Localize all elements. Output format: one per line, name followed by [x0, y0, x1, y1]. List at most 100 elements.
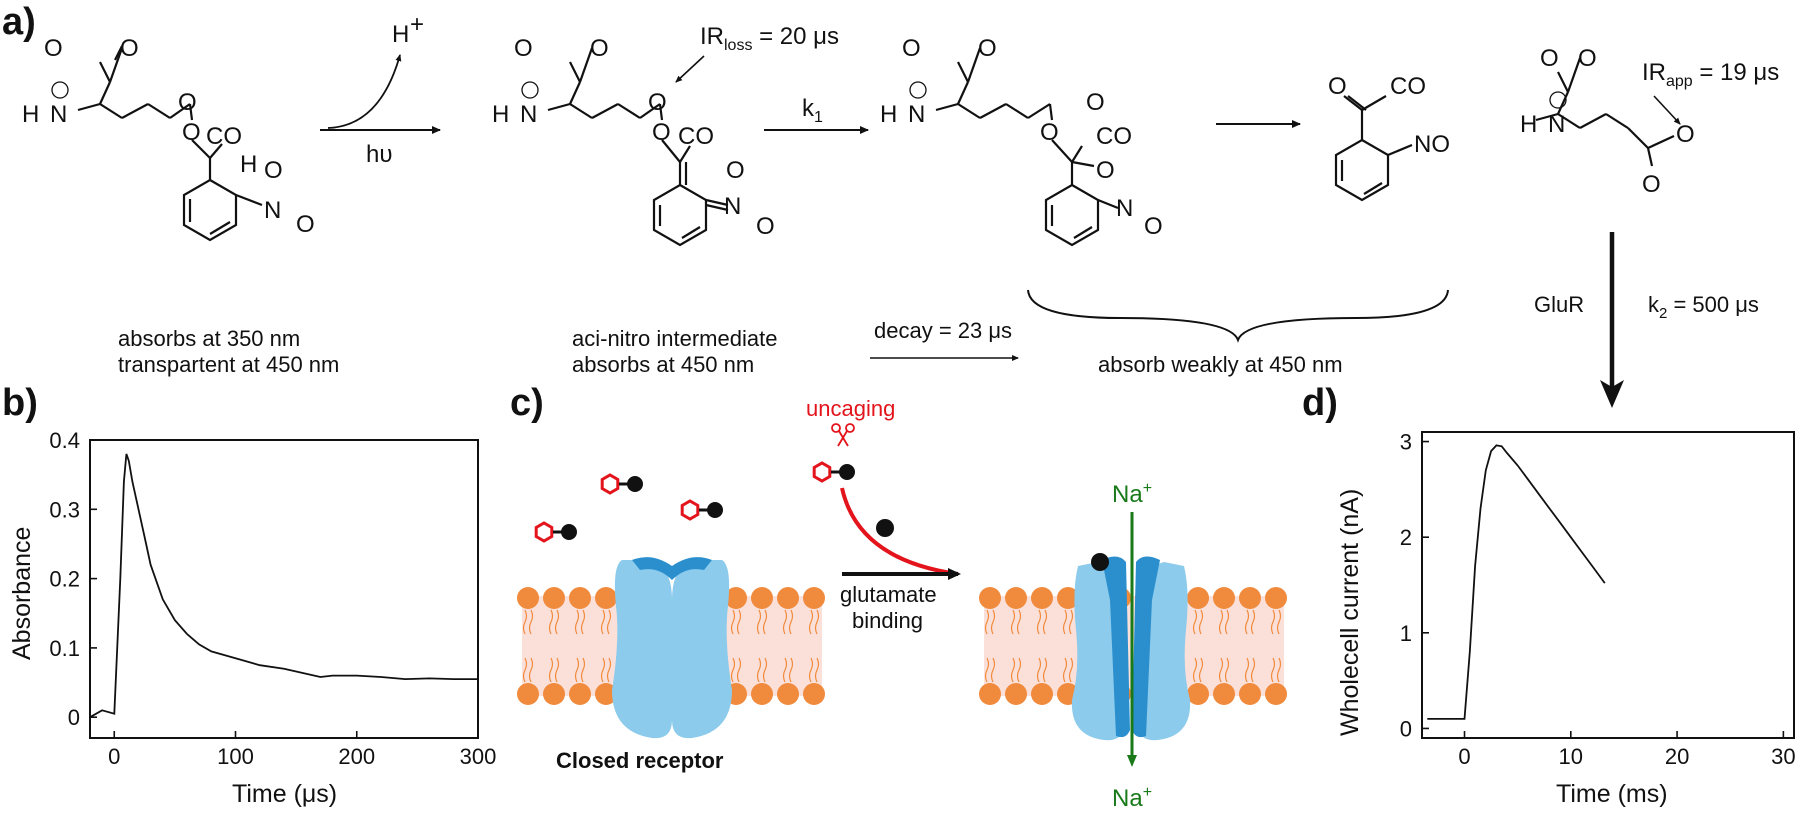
atom-n-nitro: N	[264, 197, 281, 224]
lipid-tail	[606, 609, 612, 635]
lipid-tail	[984, 609, 990, 635]
lipid-head	[725, 587, 747, 609]
lipid-tail	[548, 657, 554, 683]
atom-o: O	[120, 35, 139, 62]
panel-label-c: c)	[510, 382, 544, 424]
lipid-head	[543, 587, 565, 609]
lipid-tail	[1218, 609, 1224, 635]
panel-label-a: a)	[2, 1, 36, 43]
plus-circle	[51, 81, 69, 99]
lipid-head	[517, 683, 539, 705]
lipid-head	[1265, 683, 1287, 705]
lipid-tail	[814, 657, 820, 683]
lipid-head	[1239, 683, 1261, 705]
photolysis-arrow: H + hυ	[320, 11, 441, 168]
membrane-right: Na+ Na+	[979, 480, 1287, 812]
lipid-tail	[1042, 609, 1048, 635]
closed-receptor-label: Closed receptor	[556, 748, 724, 773]
lipid-tail	[1250, 657, 1256, 683]
lipid-tail	[762, 657, 768, 683]
y-tick-label: 0.3	[49, 497, 80, 522]
lipid-tail	[736, 657, 742, 683]
lipid-tail	[1068, 609, 1074, 635]
light-label: hυ	[366, 141, 392, 168]
atom-co2-3: CO	[1096, 123, 1132, 150]
lipid-tail	[1042, 657, 1048, 683]
x-tick-label: 10	[1559, 744, 1583, 769]
k1-label: k1	[802, 95, 823, 126]
plus-circle-3	[909, 81, 927, 99]
lipid-tail	[736, 609, 742, 635]
glur-label: GluR	[1534, 292, 1584, 317]
molecule-glutamate-labels: O O H N O O IRapp = 19 μs	[1520, 45, 1779, 198]
caption-1-line-1: absorbs at 350 nm	[118, 326, 300, 351]
chart-b-frame	[89, 439, 479, 739]
plus-circle-5	[1549, 91, 1567, 109]
plus-circle-2	[521, 81, 539, 99]
lipid-tail	[1062, 657, 1068, 683]
lipid-tail	[1250, 609, 1256, 635]
lipid-tail	[990, 609, 996, 635]
atom-o-minus: O	[44, 35, 63, 62]
lipid-head	[1031, 587, 1053, 609]
x-tick-label: 30	[1771, 744, 1795, 769]
molecule-nitroso-product-labels: O CO NO	[1328, 73, 1450, 158]
bound-glutamate-dot	[1091, 553, 1109, 571]
lipid-tail	[548, 609, 554, 635]
molecule-caged-glutamate-labels: O O H N O O CO H O N O	[22, 35, 315, 238]
lipid-tail	[600, 609, 606, 635]
lipid-tail	[554, 657, 560, 683]
lipid-tail	[600, 657, 606, 683]
lipid-tail	[808, 657, 814, 683]
released-glutamate-dot	[876, 519, 894, 537]
open-receptor-left-inner	[1102, 556, 1130, 738]
atom-o-nitro: O	[264, 157, 283, 184]
k2-label: k2 = 500 μs	[1648, 292, 1759, 322]
atom-o-minus-5: O	[1540, 45, 1559, 72]
x-tick-label: 200	[338, 744, 375, 769]
atom-o-ring-3: O	[1096, 157, 1115, 184]
na-bottom-label: Na+	[1112, 784, 1152, 812]
atom-h3n-2: H	[492, 101, 509, 128]
lipid-tail	[1010, 609, 1016, 635]
atom-o-minus-ring-3: O	[1144, 213, 1163, 240]
lipid-tail	[1016, 609, 1022, 635]
atom-co2-4: CO	[1390, 73, 1426, 100]
lipid-head	[1213, 587, 1235, 609]
scissors-icon	[831, 423, 855, 447]
atom-o-5: O	[1578, 45, 1597, 72]
molecule-nitroso-product	[1334, 95, 1413, 202]
lipid-tail	[1276, 609, 1282, 635]
atom-o-ketone: O	[1328, 73, 1347, 100]
x-tick-label: 20	[1665, 744, 1689, 769]
lipid-head	[595, 587, 617, 609]
lipid-tail	[1270, 657, 1276, 683]
lipid-tail	[756, 609, 762, 635]
decay-label: decay = 23 μs	[874, 318, 1012, 343]
lipid-tail	[574, 609, 580, 635]
lipid-head	[517, 587, 539, 609]
lipid-head	[979, 587, 1001, 609]
atom-o-nitro-2: O	[726, 157, 745, 184]
chart-b-ylabel: Absorbance	[8, 527, 36, 660]
lipid-tail	[788, 609, 794, 635]
binding-label-line-2: binding	[852, 608, 923, 633]
lipid-tail	[1036, 609, 1042, 635]
atom-o-nitro-minus-2: O	[756, 213, 775, 240]
na-top-label: Na+	[1112, 480, 1152, 508]
atom-o-nitro-minus: O	[296, 211, 315, 238]
lipid-tail	[1192, 609, 1198, 635]
caged-glutamate-icons	[534, 461, 855, 543]
chart-d-frame	[1421, 431, 1795, 739]
x-tick-label: 0	[108, 744, 120, 769]
panel-label-b: b)	[2, 382, 38, 424]
atom-o-ester-3: O	[1040, 119, 1059, 146]
caption-2-line-2: absorbs at 450 nm	[572, 352, 754, 377]
lipid-tail	[1270, 609, 1276, 635]
atom-o-carboxyl-5: O	[1676, 121, 1695, 148]
lipid-tail	[580, 609, 586, 635]
proton-sup: +	[410, 11, 424, 38]
lipid-tail	[574, 657, 580, 683]
x-tick-label: 0	[1458, 744, 1470, 769]
